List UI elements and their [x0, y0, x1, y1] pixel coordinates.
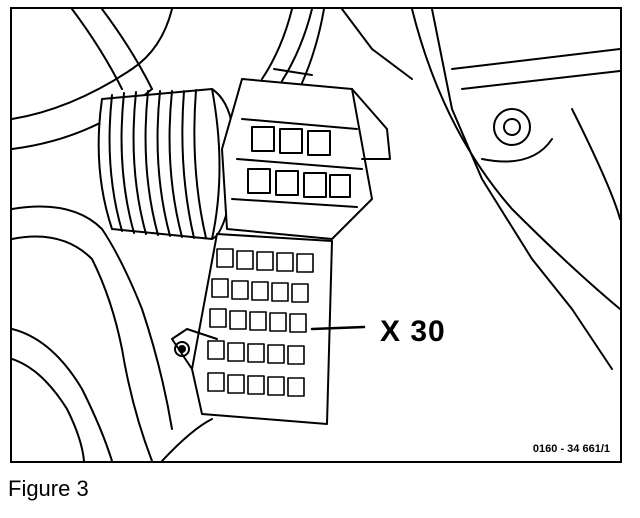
- hose-line: [12, 205, 173, 430]
- corrugated-boot: [97, 88, 236, 240]
- panel-edge-line: [481, 138, 553, 163]
- hose-line: [12, 9, 173, 120]
- figure-frame: X 30 0160 - 34 661/1: [10, 7, 622, 463]
- wire-bundle: [301, 9, 325, 84]
- hose-line: [101, 9, 153, 90]
- connector-pin-grid: [207, 248, 314, 397]
- x30-callout-label: X 30: [380, 315, 446, 348]
- panel-edge-line: [451, 48, 620, 70]
- panel-edge-line: [461, 70, 620, 90]
- hose-line: [12, 235, 153, 461]
- wire-bundle: [261, 9, 293, 80]
- reference-code: 0160 - 34 661/1: [532, 443, 610, 455]
- relay-block: [221, 78, 391, 240]
- mounting-screw: [174, 341, 190, 357]
- bolt-outer: [493, 108, 531, 146]
- panel-edge-line: [341, 9, 413, 80]
- bolt-inner: [503, 118, 521, 136]
- wire-bundle: [281, 9, 313, 82]
- callout-leader-line: [310, 325, 366, 331]
- relay-cells: [247, 126, 351, 198]
- hose-line: [71, 9, 123, 90]
- connector-block-x30: [171, 233, 333, 425]
- figure-caption: Figure 3: [8, 476, 89, 501]
- panel-edge-line: [431, 9, 613, 370]
- hose-line: [161, 418, 213, 461]
- wire-bundle: [273, 68, 313, 76]
- panel-edge-line: [411, 9, 620, 310]
- panel-edge-line: [571, 108, 620, 220]
- hose-line: [12, 358, 85, 461]
- engine-bay-line-drawing: [12, 9, 620, 461]
- hose-line: [12, 328, 113, 461]
